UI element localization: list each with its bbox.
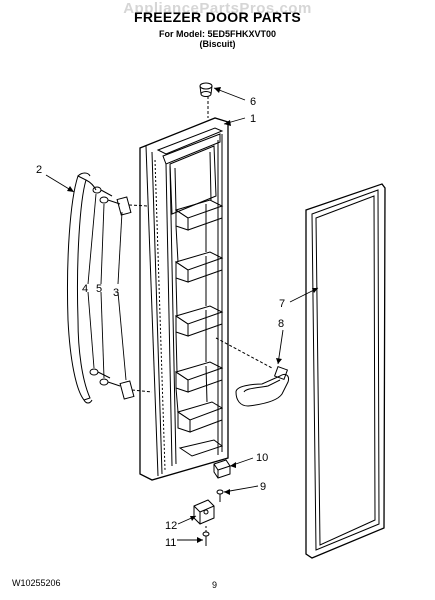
callout-5: 5	[96, 283, 102, 295]
hinge-screw	[216, 489, 224, 502]
page-number: 9	[212, 580, 218, 590]
door-handle	[66, 172, 97, 404]
hinge-cap-plug	[199, 82, 213, 97]
callout-8: 8	[278, 318, 284, 330]
upper-handle-hardware	[92, 186, 149, 216]
door-shelf-bar	[235, 365, 289, 407]
lower-handle-hardware	[89, 368, 153, 400]
watermark: AppliancePartsPros.com	[123, 0, 312, 17]
callout-9: 9	[260, 481, 266, 493]
callout-10: 10	[256, 452, 268, 464]
callout-7: 7	[279, 298, 285, 310]
callout-6: 6	[250, 96, 256, 108]
callout-1: 1	[250, 113, 256, 125]
bracket-screw	[202, 531, 210, 546]
leader-arrowheads	[67, 87, 318, 543]
page-title: FREEZER DOOR PARTS	[134, 9, 301, 25]
callout-11: 11	[165, 537, 176, 549]
model-line: For Model: 5ED5FHKXVT00	[158, 29, 277, 39]
lower-hinge	[213, 459, 231, 479]
callout-3: 3	[113, 287, 119, 299]
callout-4: 4	[82, 283, 88, 295]
door-assembly	[139, 117, 229, 481]
door-gasket	[305, 183, 386, 559]
hinge-bracket	[193, 499, 215, 525]
callout-2: 2	[36, 164, 42, 176]
document-number: W10255206	[12, 578, 61, 588]
color-line: (Biscuit)	[199, 39, 236, 49]
door-shelves	[174, 199, 224, 457]
callout-12: 12	[165, 520, 177, 532]
